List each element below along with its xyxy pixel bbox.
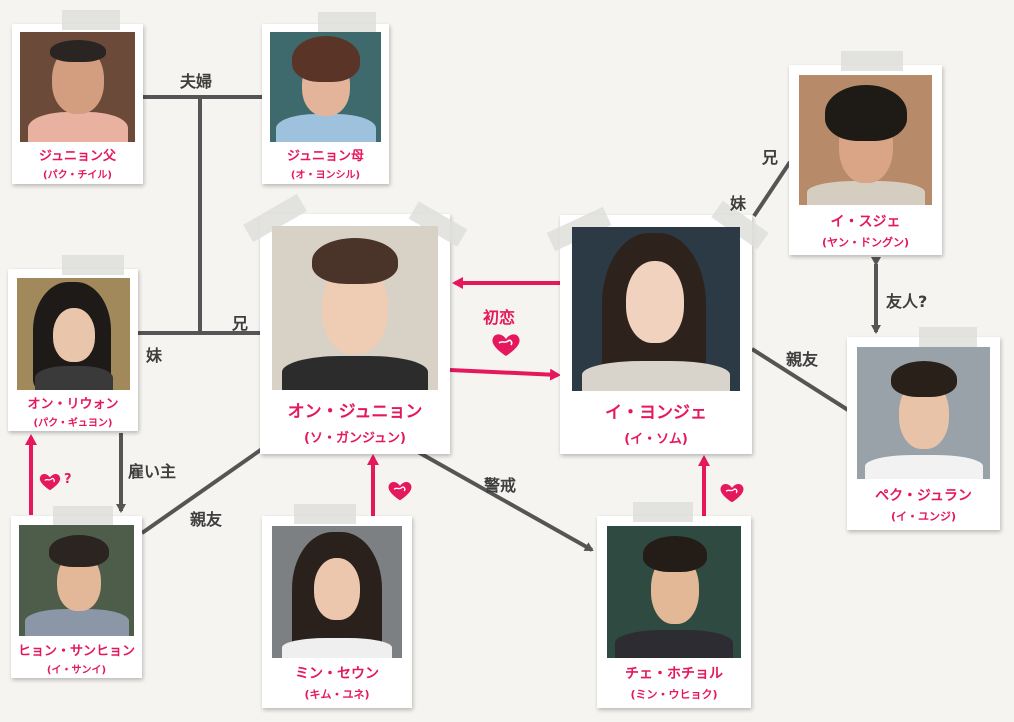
actor-junyoung-father: (パク・チイル): [43, 170, 112, 181]
heart-icon-sanhyon: [39, 474, 61, 491]
label-first-love: 初恋: [483, 308, 516, 327]
name-seun: ミン・セウン: [295, 666, 379, 682]
card-junyoung-father: ジュニョン父 (パク・チイル): [12, 10, 143, 184]
label-couple: 夫婦: [180, 72, 213, 91]
first-love-arrow-right: [449, 368, 561, 381]
sanhyon-junyoung-line: [140, 447, 264, 535]
name-junyoung-mother: ジュニョン母: [286, 149, 365, 164]
name-junyoung-father: ジュニョン父: [38, 149, 117, 164]
actor-hochoru: (ミン・ウヒョク): [630, 688, 718, 701]
label-caution: 警戒: [484, 476, 517, 495]
heart-icon-seun: [388, 482, 412, 501]
photo-junyoung: [272, 226, 438, 390]
photo-junyoung-mother: [270, 32, 381, 142]
name-sanhyon: ヒョン・サンヒョン: [17, 644, 135, 659]
name-juran: ペク・ジュラン: [875, 488, 972, 504]
card-sanhyon: ヒョン・サンヒョン (イ・サンイ): [11, 506, 142, 678]
card-seun: ミン・セウン (キム・ユネ): [262, 504, 412, 708]
name-yonju: イ・ヨンジェ: [605, 403, 707, 423]
card-juran: ペク・ジュラン (イ・ユンジ): [847, 327, 1000, 530]
actor-juran: (イ・ユンジ): [890, 510, 957, 523]
label-older-brother-right: 兄: [762, 148, 779, 167]
actor-sanhyon: (イ・サンイ): [46, 665, 107, 676]
tape: [62, 10, 120, 30]
label-employer: 雇い主: [128, 462, 177, 481]
label-younger-sister-left: 妹: [146, 346, 163, 365]
actor-junyoung: (ソ・ガンジュン): [304, 431, 406, 446]
photo-juran: [857, 347, 990, 479]
card-junyoung: オン・ジュニョン (ソ・ガンジュン): [243, 193, 468, 454]
photo-yonju: [572, 227, 740, 391]
heart-icon-first-love: [492, 334, 520, 356]
tape: [841, 51, 903, 71]
card-hochoru: チェ・ホチョル (ミン・ウヒョク): [597, 502, 751, 708]
heart-icon-hochoru: [720, 484, 744, 503]
tape: [919, 327, 977, 347]
name-suje: イ・スジェ: [830, 214, 901, 230]
card-yonju: イ・ヨンジェ (イ・ソム): [546, 200, 769, 454]
card-junyoung-mother: ジュニョン母 (オ・ヨンシル): [262, 12, 389, 184]
actor-seun: (キム・ユネ): [304, 688, 370, 701]
name-hochoru: チェ・ホチョル: [625, 666, 723, 682]
card-riwon: オン・リウォン (パク・ギュヨン): [8, 255, 138, 431]
label-friend-question: 友人?: [886, 292, 928, 311]
photo-riwon: [17, 278, 130, 390]
label-best-friend-left: 親友: [190, 510, 223, 529]
tape: [294, 504, 356, 524]
photo-hochoru: [607, 526, 741, 658]
label-older-brother-left: 兄: [232, 314, 249, 333]
actor-yonju: (イ・ソム): [624, 432, 688, 447]
caution-arrow: [417, 450, 594, 552]
tape: [62, 255, 124, 275]
label-best-friend-right: 親友: [786, 350, 819, 369]
yonju-juran-line: [750, 347, 850, 412]
label-love-question: ?: [64, 472, 72, 487]
name-riwon: オン・リウォン: [27, 397, 119, 412]
actor-junyoung-mother: (オ・ヨンシル): [290, 170, 361, 181]
tape: [53, 506, 113, 526]
photo-junyoung-father: [20, 32, 135, 142]
name-junyoung: オン・ジュニョン: [287, 402, 423, 422]
photo-seun: [272, 526, 402, 658]
tape: [318, 12, 376, 32]
actor-riwon: (パク・ギュヨン): [33, 418, 113, 429]
suje-yonju-line: [752, 160, 792, 218]
photo-suje: [799, 75, 932, 205]
card-suje: イ・スジェ (ヤン・ドングン): [789, 51, 942, 255]
photo-sanhyon: [19, 525, 134, 636]
label-younger-sister-right: 妹: [730, 194, 747, 213]
actor-suje: (ヤン・ドングン): [821, 236, 910, 249]
tape: [633, 502, 693, 522]
